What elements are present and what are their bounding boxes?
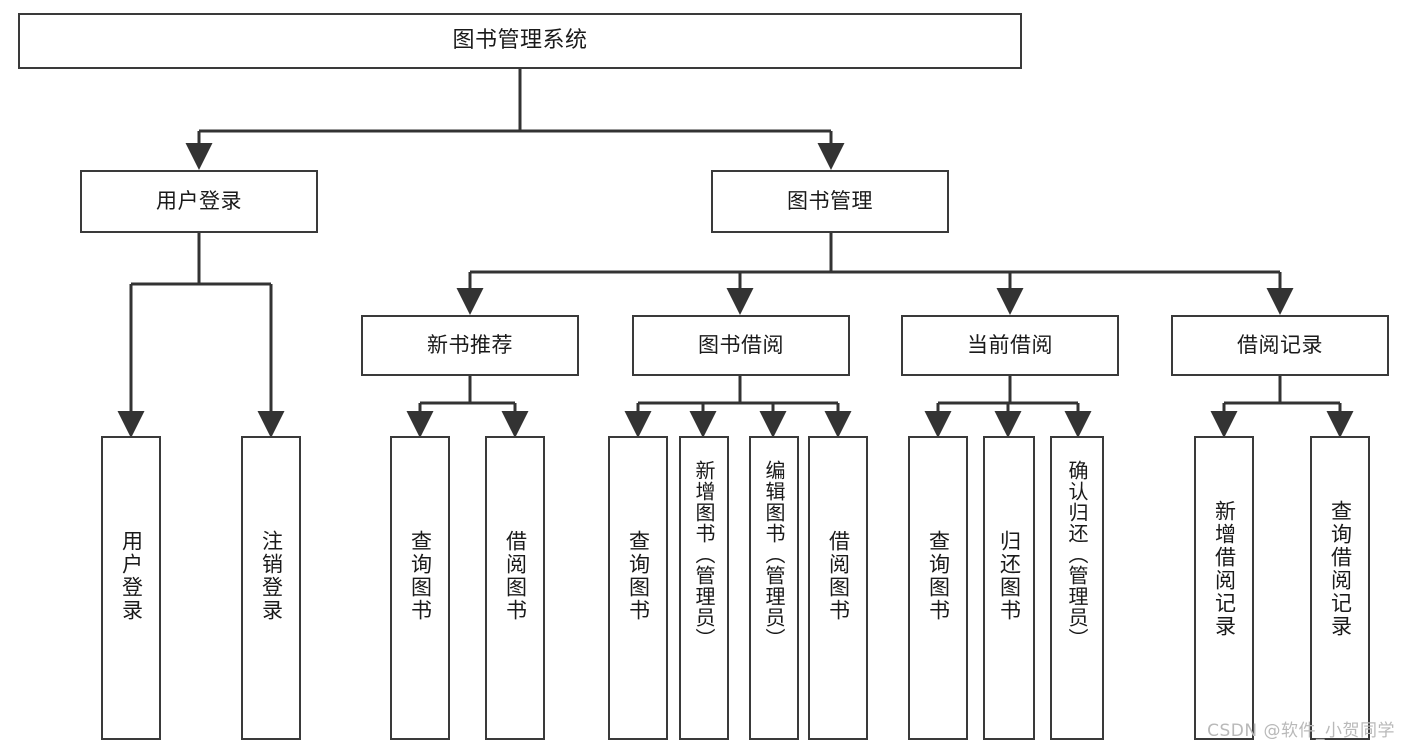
node-book-manage-label: 图书管理: [787, 189, 873, 214]
node-current-borrow[interactable]: 当前借阅: [901, 315, 1119, 376]
node-leaf-query-book-2[interactable]: 查询图书: [608, 436, 668, 740]
node-leaf-query-book-1[interactable]: 查询图书: [390, 436, 450, 740]
node-leaf-borrow-book-2-label: 借阅图书: [826, 530, 851, 622]
node-leaf-user-logout-label: 注销登录: [259, 530, 284, 622]
node-leaf-add-book-admin[interactable]: 新增图书（管理员）: [679, 436, 729, 740]
node-leaf-add-borrow-record-label: 新增借阅记录: [1212, 500, 1237, 638]
node-leaf-borrow-book-1[interactable]: 借阅图书: [485, 436, 545, 740]
node-user-login-label: 用户登录: [156, 189, 242, 214]
node-leaf-user-login[interactable]: 用户登录: [101, 436, 161, 740]
node-borrow-record-label: 借阅记录: [1237, 333, 1323, 358]
node-leaf-query-book-1-label: 查询图书: [408, 530, 433, 622]
node-book-borrow-label: 图书借阅: [698, 333, 784, 358]
node-new-book-recommend[interactable]: 新书推荐: [361, 315, 579, 376]
node-user-login[interactable]: 用户登录: [80, 170, 318, 233]
node-leaf-query-book-3[interactable]: 查询图书: [908, 436, 968, 740]
node-leaf-add-book-admin-label: 新增图书（管理员）: [692, 460, 716, 649]
node-new-book-recommend-label: 新书推荐: [427, 333, 513, 358]
node-leaf-add-borrow-record[interactable]: 新增借阅记录: [1194, 436, 1254, 740]
node-leaf-confirm-return-admin[interactable]: 确认归还（管理员）: [1050, 436, 1104, 740]
node-book-manage[interactable]: 图书管理: [711, 170, 949, 233]
node-leaf-query-borrow-record-label: 查询借阅记录: [1328, 500, 1353, 638]
node-leaf-edit-book-admin-label: 编辑图书（管理员）: [762, 460, 786, 649]
node-book-borrow[interactable]: 图书借阅: [632, 315, 850, 376]
node-leaf-edit-book-admin[interactable]: 编辑图书（管理员）: [749, 436, 799, 740]
node-leaf-query-book-2-label: 查询图书: [626, 530, 651, 622]
node-borrow-record[interactable]: 借阅记录: [1171, 315, 1389, 376]
node-root[interactable]: 图书管理系统: [18, 13, 1022, 69]
node-leaf-borrow-book-2[interactable]: 借阅图书: [808, 436, 868, 740]
node-leaf-query-book-3-label: 查询图书: [926, 530, 951, 622]
node-leaf-query-borrow-record[interactable]: 查询借阅记录: [1310, 436, 1370, 740]
node-root-label: 图书管理系统: [452, 28, 588, 54]
node-leaf-user-logout[interactable]: 注销登录: [241, 436, 301, 740]
node-current-borrow-label: 当前借阅: [967, 333, 1053, 358]
node-leaf-confirm-return-admin-label: 确认归还（管理员）: [1065, 460, 1089, 649]
node-leaf-user-login-label: 用户登录: [119, 530, 144, 622]
node-leaf-return-book[interactable]: 归还图书: [983, 436, 1035, 740]
watermark-text: CSDN @软件_小贺同学: [1207, 721, 1395, 741]
node-leaf-borrow-book-1-label: 借阅图书: [503, 530, 528, 622]
node-leaf-return-book-label: 归还图书: [997, 530, 1022, 622]
